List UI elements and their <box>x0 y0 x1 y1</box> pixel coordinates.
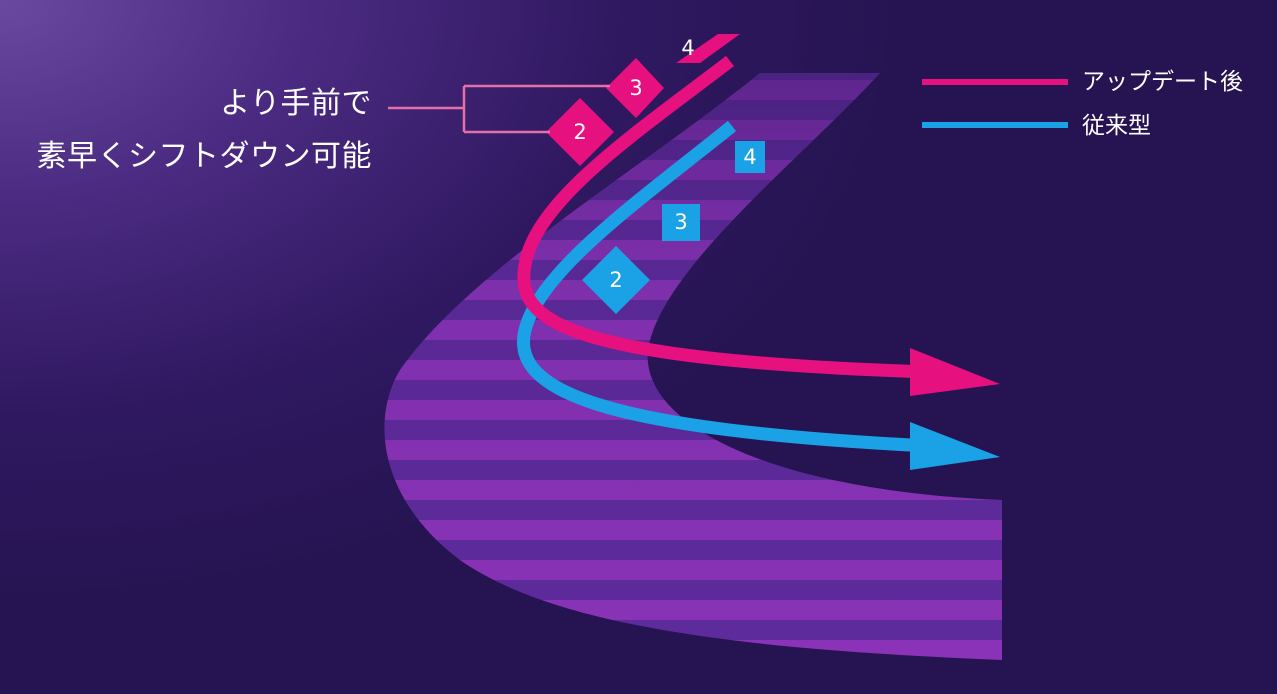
legend-label-conventional: 従来型 <box>1082 113 1151 139</box>
conventional-gear-3-label: 3 <box>674 210 687 234</box>
updated-gear-2-label: 2 <box>573 120 586 144</box>
updated-trajectory <box>517 55 1000 396</box>
updated-gear-3-marker: 3 <box>606 58 664 118</box>
updated-gear-2-marker: 2 <box>546 98 614 166</box>
updated-gear-4-marker: 4 <box>676 34 740 63</box>
conventional-gear-3-marker: 3 <box>662 204 700 241</box>
updated-gear-3-label: 3 <box>629 76 642 100</box>
updated-gear-4-label: 4 <box>681 36 694 60</box>
conventional-gear-4-marker: 4 <box>735 141 765 173</box>
conventional-gear-2-marker: 2 <box>582 246 650 314</box>
callout-text-line1: より手前で <box>220 86 372 121</box>
legend <box>922 79 1068 128</box>
callout-text-line2: 素早くシフトダウン可能 <box>36 139 372 174</box>
legend-label-updated: アップデート後 <box>1082 69 1243 95</box>
conventional-gear-2-label: 2 <box>609 268 622 292</box>
conventional-gear-4-label: 4 <box>743 145 756 169</box>
conventional-trajectory <box>517 120 1000 470</box>
callout-bracket <box>388 84 610 134</box>
road-band <box>384 73 1002 660</box>
